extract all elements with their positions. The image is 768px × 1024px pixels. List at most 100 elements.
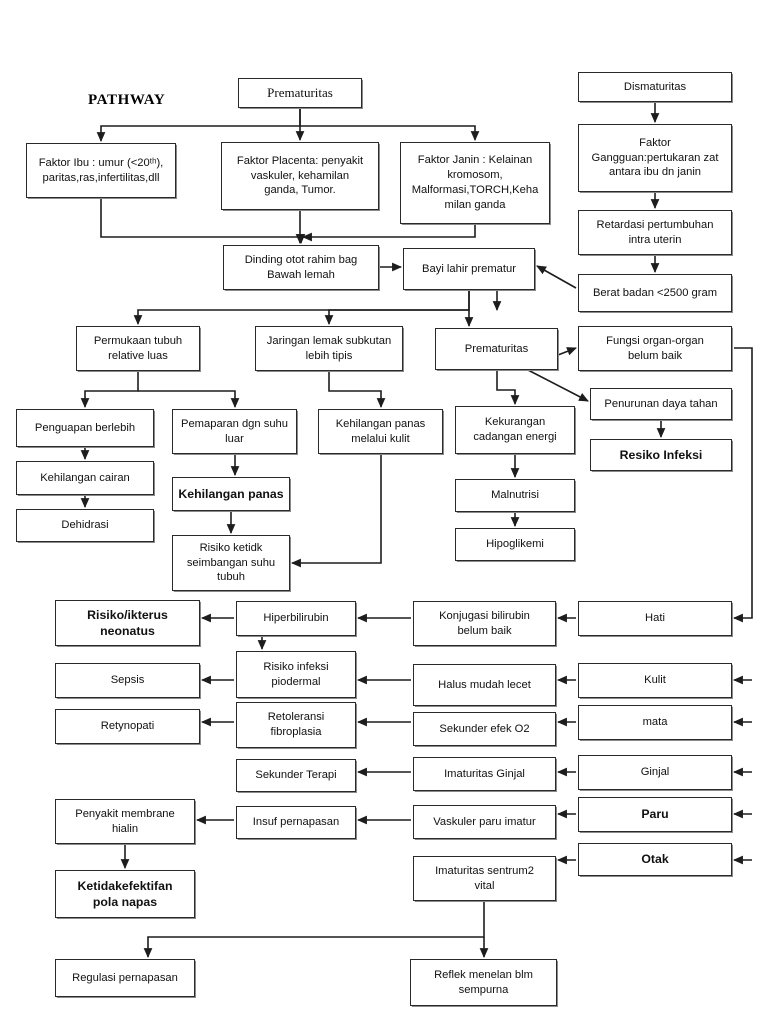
node-resiko_infeksi: Resiko Infeksi [590,439,732,471]
node-label-mata: mata [642,716,668,729]
node-label-penguapan: Penguapan berlebih [34,421,136,434]
node-penurunan_daya: Penurunan daya tahan [590,388,732,420]
node-faktor_ibu: Faktor Ibu : umur (<20ᵗʰ), paritas,ras,i… [26,143,176,198]
node-label-risiko_infeksi_pio: Risiko infeksi piodermal [263,660,329,688]
node-label-bayi_lahir: Bayi lahir prematur [422,262,516,275]
node-label-imaturitas_sentrum: Imaturitas sentrum2 vital [435,864,534,892]
node-mata: mata [578,705,732,740]
node-penyakit_membrane: Penyakit membrane hialin [55,799,195,844]
node-label-kehilangan_cairan: Kehilangan cairan [40,471,130,484]
node-hipoglikemi: Hipoglikemi [455,528,575,561]
node-label-kekurangan_cadangan: Kekurangan cadangan energi [473,416,557,443]
node-label-dismaturitas: Dismaturitas [623,80,687,93]
node-label-ketidakefektifan: Ketidakefektifan pola napas [77,878,173,909]
node-label-hipoglikemi: Hipoglikemi [486,538,544,551]
node-vaskuler_paru: Vaskuler paru imatur [413,805,556,839]
node-label-risiko_ikterus: Risiko/ikterus neonatus [87,607,168,638]
node-label-fungsi_organ: Fungsi organ-organ belum baik [606,334,704,362]
node-label-prematuritas_mid: Prematuritas [464,342,529,355]
node-label-penurunan_daya: Penurunan daya tahan [604,397,718,410]
node-label-malnutrisi: Malnutrisi [491,489,539,502]
node-konjugasi: Konjugasi bilirubin belum baik [413,601,556,646]
node-label-reflek_menelan: Reflek menelan blm sempurna [434,968,533,996]
node-prematuritas_top: Prematuritas [238,78,362,108]
node-label-kulit: Kulit [644,674,666,687]
node-label-faktor_ibu: Faktor Ibu : umur (<20ᵗʰ), paritas,ras,i… [38,156,164,184]
node-faktor_gangguan: Faktor Gangguan:pertukaran zat antara ib… [578,124,732,192]
node-permukaan_tubuh: Permukaan tubuh relative luas [76,326,200,371]
node-malnutrisi: Malnutrisi [455,479,575,512]
node-label-resiko_infeksi: Resiko Infeksi [619,447,703,462]
node-label-insuf_pernapasan: Insuf pernapasan [252,816,340,829]
node-hiperbilirubin: Hiperbilirubin [236,601,356,636]
node-retardasi: Retardasi pertumbuhan intra uterin [578,210,732,255]
node-kulit: Kulit [578,663,732,698]
node-imaturitas_sentrum: Imaturitas sentrum2 vital [413,856,556,901]
node-hati: Hati [578,601,732,636]
node-label-sekunder_terapi: Sekunder Terapi [255,769,337,782]
node-label-dehidrasi: Dehidrasi [61,519,109,532]
node-otak: Otak [578,843,732,876]
node-label-penyakit_membrane: Penyakit membrane hialin [75,807,175,835]
node-regulasi: Regulasi pernapasan [55,959,195,997]
node-label-otak: Otak [641,852,669,867]
node-pemaparan: Pemaparan dgn suhu luar [172,409,297,454]
node-retoleransi: Retoleransi fibroplasia [236,702,356,748]
node-kehilangan_panas: Kehilangan panas [172,477,290,511]
node-label-hati: Hati [645,612,665,625]
node-label-paru: Paru [641,807,669,822]
node-label-sepsis: Sepsis [110,674,145,687]
node-label-permukaan_tubuh: Permukaan tubuh relative luas [93,334,183,362]
node-label-faktor_placenta: Faktor Placenta: penyakit vaskuler, keha… [236,154,364,197]
node-risiko_infeksi_pio: Risiko infeksi piodermal [236,651,356,698]
node-kehilangan_panas_kulit: Kehilangan panas melalui kulit [318,409,443,454]
node-fungsi_organ: Fungsi organ-organ belum baik [578,326,732,371]
node-label-jaringan_lemak: Jaringan lemak subkutan lebih tipis [266,334,392,362]
node-risiko_ketidkseimbangan: Risiko ketidk seimbangan suhu tubuh [172,535,290,591]
node-ginjal: Ginjal [578,755,732,790]
node-faktor_janin: Faktor Janin : Kelainan kromosom, Malfor… [400,142,550,224]
node-label-faktor_janin: Faktor Janin : Kelainan kromosom, Malfor… [411,154,539,211]
node-label-konjugasi: Konjugasi bilirubin belum baik [439,609,530,637]
node-label-hiperbilirubin: Hiperbilirubin [263,612,329,625]
node-sekunder_efek: Sekunder efek O2 [413,712,556,746]
node-label-imaturitas_ginjal: Imaturitas Ginjal [444,767,525,780]
node-kehilangan_cairan: Kehilangan cairan [16,461,154,495]
node-label-prematuritas_top: Prematuritas [267,85,333,101]
node-dinding_otot: Dinding otot rahim bag Bawah lemah [223,245,379,290]
node-label-pemaparan: Pemaparan dgn suhu luar [181,417,288,445]
node-prematuritas_mid: Prematuritas [435,328,558,370]
node-label-risiko_ketidkseimbangan: Risiko ketidk seimbangan suhu tubuh [186,541,276,584]
node-risiko_ikterus: Risiko/ikterus neonatus [55,600,200,646]
node-label-sekunder_efek: Sekunder efek O2 [439,722,530,735]
node-bayi_lahir: Bayi lahir prematur [403,248,535,290]
node-kekurangan_cadangan: Kekurangan cadangan energi [455,406,575,454]
node-label-ginjal: Ginjal [640,766,670,779]
node-faktor_placenta: Faktor Placenta: penyakit vaskuler, keha… [221,142,379,210]
page-title: PATHWAY [88,92,166,108]
node-retynopati: Retynopati [55,709,200,744]
node-label-retoleransi: Retoleransi fibroplasia [267,711,325,738]
node-dehidrasi: Dehidrasi [16,509,154,542]
node-penguapan: Penguapan berlebih [16,409,154,447]
node-insuf_pernapasan: Insuf pernapasan [236,806,356,839]
node-label-kehilangan_panas: Kehilangan panas [178,486,284,501]
node-sekunder_terapi: Sekunder Terapi [236,759,356,792]
node-paru: Paru [578,797,732,832]
node-label-regulasi: Regulasi pernapasan [72,971,178,984]
node-label-halus_lecet: Halus mudah lecet [438,678,531,691]
node-label-berat_badan: Berat badan <2500 gram [592,286,718,299]
node-jaringan_lemak: Jaringan lemak subkutan lebih tipis [255,326,403,371]
node-label-retardasi: Retardasi pertumbuhan intra uterin [596,218,714,246]
node-label-faktor_gangguan: Faktor Gangguan:pertukaran zat antara ib… [591,136,719,179]
node-berat_badan: Berat badan <2500 gram [578,274,732,312]
node-sepsis: Sepsis [55,663,200,698]
node-label-retynopati: Retynopati [100,720,155,733]
node-ketidakefektifan: Ketidakefektifan pola napas [55,870,195,918]
node-imaturitas_ginjal: Imaturitas Ginjal [413,757,556,791]
node-halus_lecet: Halus mudah lecet [413,664,556,706]
node-label-vaskuler_paru: Vaskuler paru imatur [433,815,536,828]
node-reflek_menelan: Reflek menelan blm sempurna [410,959,557,1006]
